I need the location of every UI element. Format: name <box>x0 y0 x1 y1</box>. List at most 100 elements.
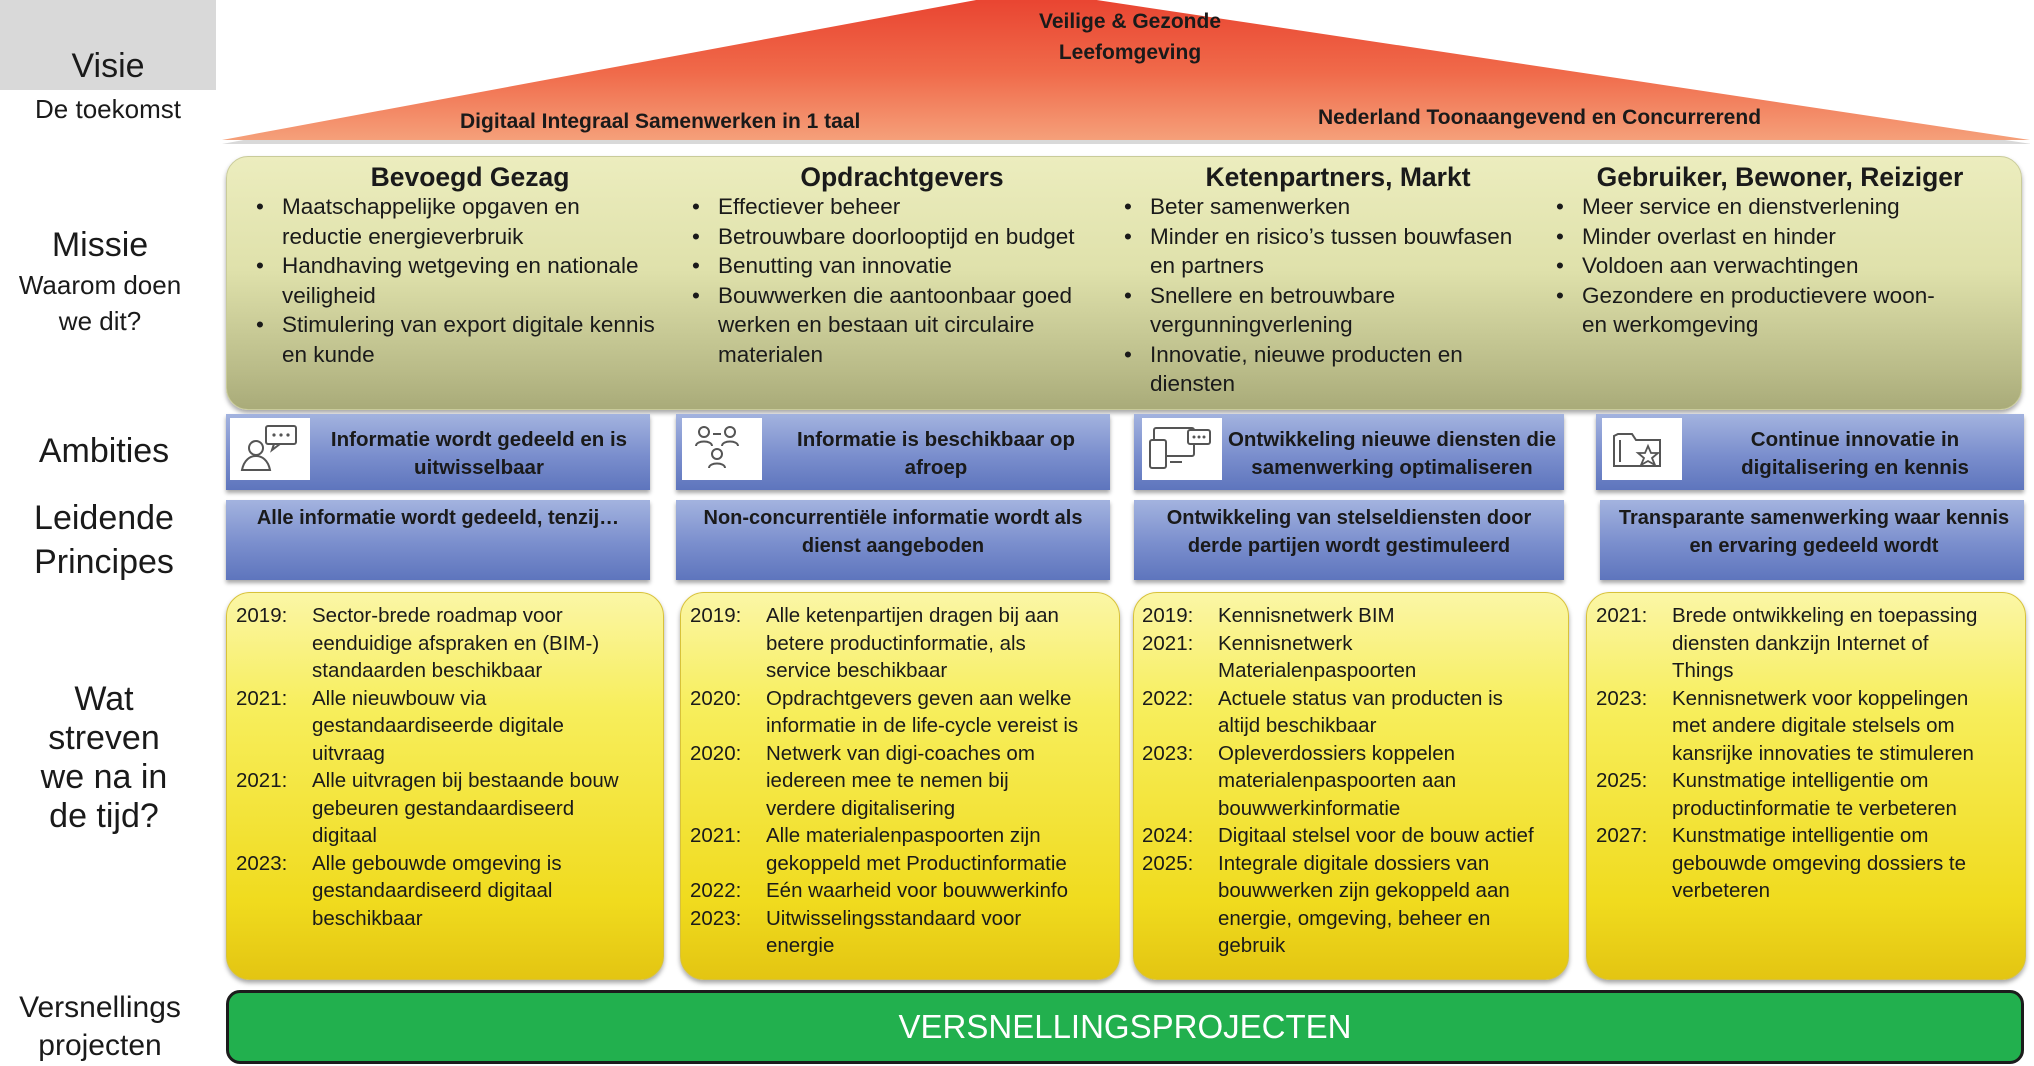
accelerator-projects-bar: VERSNELLINGSPROJECTEN <box>226 990 2024 1064</box>
timeline-text: Eén waarheid voor bouwwerkinfo <box>766 877 1116 905</box>
principle-line: Alle informatie wordt gedeeld, tenzij… <box>256 507 620 529</box>
missie-sublabel-1: Waarom doen <box>18 270 182 300</box>
timeline-line: uitvraag <box>312 741 385 765</box>
timeline-line: kansrijke innovaties te stimuleren <box>1672 741 1974 765</box>
timeline-line: gestandaardiseerde digitale <box>312 714 564 737</box>
timeline-line: gekoppeld met Productinformatie <box>766 851 1067 875</box>
timeline-box <box>1586 592 2026 980</box>
mission-bullet: Effectiever beheer <box>686 192 1118 222</box>
timeline-line: met andere digitale stelsels om <box>1672 714 1955 737</box>
principle-box <box>1134 500 1564 580</box>
timeline-line: materialenpaspoorten aan <box>1218 769 1457 792</box>
timeline-line: Sector-brede roadmap voor <box>312 604 563 627</box>
principle-line: en ervaring gedeeld wordt <box>1689 535 1939 557</box>
chat-person-icon <box>230 418 310 480</box>
timeline-year: 2021: <box>1596 604 1648 627</box>
timeline-line: verdere digitalisering <box>766 796 956 820</box>
timeline-year: 2023: <box>690 906 742 930</box>
timeline-line: energie <box>766 934 835 957</box>
mission-bullet: Benutting van innovatie <box>686 251 1118 281</box>
timeline-line: gebruik <box>1218 934 1286 957</box>
timeline-entry: 2021: Alle nieuwbouw via gestandaardiseerd… <box>236 685 660 768</box>
mission-bullet: Handhaving wetgeving en nationaleveiligh… <box>250 251 690 310</box>
mission-bullet: Meer service en dienstverlening <box>1550 192 2010 222</box>
mission-column-gebruiker: Gebruiker, Bewoner, Reiziger Meer servic… <box>1550 162 2010 340</box>
streven-label-2: streven <box>48 719 160 757</box>
timeline-line: Eén waarheid voor bouwwerkinfo <box>766 879 1068 902</box>
timeline-entry: 2019:Kennisnetwerk BIM <box>1142 602 1566 630</box>
timeline-line: Alle nieuwbouw via <box>312 686 487 710</box>
principle-line: Non-concurrentiële informatie wordt als <box>703 507 1083 529</box>
timeline-line: altijd beschikbaar <box>1218 714 1377 737</box>
timeline-line: Integrale digitale dossiers van <box>1218 851 1490 875</box>
timeline-year: 2025: <box>1142 851 1194 875</box>
visie-sublabel: De toekomst <box>35 94 181 124</box>
timeline-line: betere productinformatie, als <box>766 631 1026 655</box>
timeline-line: beschikbaar <box>312 906 423 930</box>
principle-text: Ontwikkeling van stelseldiensten door de… <box>1134 504 1564 560</box>
timeline-year: 2019: <box>236 604 288 627</box>
ambition-line: Ontwikkeling nieuwe diensten die <box>1227 428 1557 451</box>
principle-box <box>676 500 1110 580</box>
roof-right-statement: Nederland Toonaangevend en Concurrerend <box>1318 106 1762 129</box>
timeline-line: Kennisnetwerk <box>1218 631 1353 655</box>
devices-chat-icon <box>1142 418 1222 480</box>
principle-line: Ontwikkeling van stelseldiensten door <box>1166 507 1532 529</box>
timeline-year: 2023: <box>236 851 288 875</box>
timeline-line: bouwwerkinformatie <box>1218 796 1401 820</box>
timeline-year: 2023: <box>1142 741 1194 765</box>
timeline-line: diensten dankzijn Internet of <box>1672 631 1929 655</box>
timeline-line: gestandaardiseerd digitaal <box>312 879 553 902</box>
timeline-text: Uitwisselingsstandaard voor energie <box>766 905 1116 960</box>
timeline-entry: 2023: Uitwisselingsstandaard voor energie <box>690 905 1116 960</box>
timeline-year: 2021: <box>690 824 742 847</box>
versnelling-label-2: projecten <box>38 1029 162 1062</box>
mission-bullet: Beter samenwerken <box>1118 192 1558 222</box>
mission-bullet: Stimulering van export digitale kennisen… <box>250 310 690 369</box>
versnelling-label-1: Versnellings <box>19 991 181 1024</box>
timeline-year: 2023: <box>1596 686 1648 710</box>
timeline-line: Uitwisselingsstandaard voor <box>766 906 1022 930</box>
timeline-entry: 2022:Eén waarheid voor bouwwerkinfo <box>690 877 1116 905</box>
mission-heading: Bevoegd Gezag <box>370 162 570 192</box>
visie-label: Visie <box>71 47 145 85</box>
timeline-text: Alle nieuwbouw via gestandaardiseerde dig… <box>312 685 660 768</box>
ambition-text: Informatie is beschikbaar op afroep <box>766 426 1106 482</box>
roof-title-line-1: Veilige & Gezonde <box>1038 10 1222 33</box>
mission-bullet: Voldoen aan verwachtingen <box>1550 251 2010 281</box>
principle-line: derde partijen wordt gestimuleerd <box>1187 535 1511 557</box>
mission-column-opdrachtgevers: Opdrachtgevers Effectiever beheer Betrou… <box>686 162 1118 369</box>
timeline-year: 2020: <box>690 686 742 710</box>
ambition-text: Informatie wordt gedeeld en is uitwissel… <box>314 426 644 482</box>
timeline-year: 2021: <box>236 686 288 710</box>
principes-label-2: Principes <box>34 543 174 581</box>
ambition-line: digitalisering en kennis <box>1741 456 1969 479</box>
principes-label-1: Leidende <box>34 499 174 537</box>
principle-text: Transparante samenwerking waar kennis en… <box>1600 504 2028 560</box>
timeline-line: iedereen mee te nemen bij <box>766 769 1009 792</box>
timeline-line: Kunstmatige intelligentie om <box>1672 769 1929 792</box>
mission-column-bevoegd-gezag: Bevoegd Gezag Maatschappelijke opgaven e… <box>250 162 690 369</box>
